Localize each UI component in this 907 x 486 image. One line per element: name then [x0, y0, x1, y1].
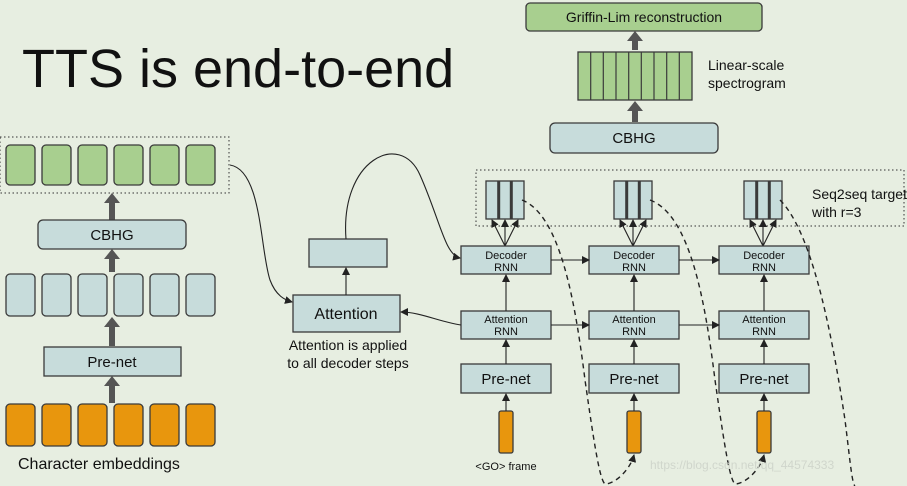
big-arrow-shaft [632, 40, 638, 50]
decoder-prenet-label: Pre-net [609, 371, 659, 388]
griffin-lim-box [525, 2, 763, 32]
context-to-decoder-curve [345, 153, 461, 261]
attention-rnn-label: RNN [494, 326, 518, 338]
decoder-input-frame [626, 410, 642, 454]
feedback-dashed-arrow [521, 199, 637, 485]
attention-rnn-label: RNN [752, 326, 776, 338]
decoder-prenet-label: Pre-net [739, 371, 789, 388]
attention-rnn-label: Attention [742, 314, 785, 326]
attention-rnn-label: Attention [484, 314, 527, 326]
decoder-rnn-label: RNN [494, 262, 518, 274]
output-frames-step-2 [613, 180, 653, 220]
cbhg-left-label: CBHG [90, 227, 133, 244]
big-arrow-head [104, 317, 120, 327]
spectrogram-columns [590, 52, 680, 100]
spectrogram-label: spectrogram [708, 75, 786, 91]
output-frame-group [485, 180, 525, 220]
big-arrow-head [627, 31, 643, 41]
cbhg-top-box [549, 122, 719, 154]
attention-rnn-label: RNN [622, 326, 646, 338]
griffin-lim-label: Griffin-Lim reconstruction [566, 9, 722, 25]
attention-box [292, 294, 401, 333]
big-arrow-head [627, 101, 643, 111]
decoder-rnn-label: RNN [622, 262, 646, 274]
fan-arrows [491, 219, 777, 247]
output-frames-step-1 [485, 180, 525, 220]
decoder-rnn-label: Decoder [613, 250, 655, 262]
prenet-output-cells [5, 273, 216, 317]
big-arrow-shaft [109, 385, 115, 403]
decoder-prenet-label: Pre-net [481, 371, 531, 388]
attention-rnn-box [718, 310, 810, 340]
attention-label: Attention [314, 306, 377, 323]
encoder-to-attention-curve [229, 164, 293, 304]
feedback-dashed-arrow [779, 199, 856, 486]
output-frame-group [743, 180, 783, 220]
attention-rnn-to-attention-arrow [400, 308, 462, 326]
decoder-prenet-box [460, 363, 552, 394]
encoder-output-cells [5, 144, 216, 186]
attention-note-line-2: to all decoder steps [287, 355, 408, 371]
decoder-rnn-box [588, 245, 680, 275]
output-frame-group [613, 180, 653, 220]
big-arrow-shaft [109, 326, 115, 346]
attention-rnn-label: Attention [612, 314, 655, 326]
feedback-dashed-arrow [649, 199, 767, 485]
cbhg-top-label: CBHG [612, 130, 655, 147]
big-arrow-shaft [109, 258, 115, 272]
linear-scale-label: Linear-scale [708, 57, 784, 73]
go-frame-label: <GO> frame [475, 461, 536, 473]
context-vector-box [308, 238, 388, 268]
decoder-rnn-label: Decoder [485, 250, 527, 262]
decoder-rnn-box [718, 245, 810, 275]
attention-note-line-1: Attention is applied [289, 337, 407, 353]
seq2seq-r-label: with r=3 [811, 204, 862, 220]
character-embeddings-label: Character embeddings [18, 456, 180, 473]
big-arrow-head [104, 249, 120, 259]
prenet-left-label: Pre-net [87, 354, 137, 371]
decoder-rnn-label: Decoder [743, 250, 785, 262]
decoder-input-frame [756, 410, 772, 454]
seq2seq-target-box [475, 169, 905, 227]
big-arrow-shaft [109, 202, 115, 220]
encoder-output-dotted-box [0, 136, 230, 194]
output-frames-step-3 [743, 180, 783, 220]
big-arrow-shaft [632, 110, 638, 122]
big-arrow-head [104, 376, 120, 386]
seq2seq-label: Seq2seq target [812, 186, 907, 202]
decoder-rnn-label: RNN [752, 262, 776, 274]
go-frame-input [498, 410, 514, 454]
watermark: https://blog.csdn.net/qq_44574333 [650, 458, 835, 472]
character-embedding-cells [5, 403, 216, 447]
slide-title: TTS is end-to-end [22, 39, 455, 99]
linear-spectrogram [577, 51, 693, 101]
big-arrow-head [104, 193, 120, 203]
prenet-left-box [43, 346, 182, 377]
